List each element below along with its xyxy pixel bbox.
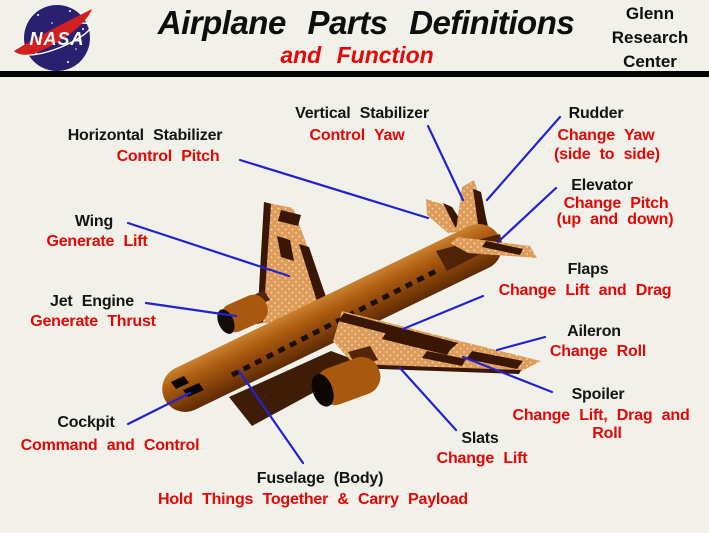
label-wing-function: Generate Lift bbox=[46, 233, 148, 250]
label-spoiler-function: Roll bbox=[592, 425, 622, 442]
leader-line-elevator bbox=[496, 186, 558, 244]
nasa-logo-text: NASA bbox=[29, 29, 84, 49]
label-spoiler: Spoiler bbox=[571, 386, 625, 403]
leader-line-aileron bbox=[495, 335, 547, 352]
label-slats: Slats bbox=[461, 430, 499, 447]
leader-line-horizontal-stabilizer bbox=[238, 158, 430, 220]
label-spoiler-function: Change Lift, Drag and bbox=[512, 407, 690, 424]
org-line: Center bbox=[623, 52, 677, 71]
nasa-logo: NASA bbox=[14, 5, 92, 71]
aileron-stripe bbox=[466, 351, 523, 369]
header-divider bbox=[0, 71, 709, 77]
org-line: Research bbox=[611, 28, 689, 47]
leader-line-spoiler bbox=[461, 355, 554, 394]
wing-left-tip-stripe bbox=[278, 210, 301, 226]
jet-engine-right-shape bbox=[311, 356, 381, 407]
slats-stripe bbox=[354, 364, 521, 374]
label-elevator-function: Change Pitch bbox=[563, 195, 669, 212]
label-slats-function: Change Lift bbox=[436, 450, 528, 467]
org-line: Glenn bbox=[625, 4, 675, 23]
wing-right-trailing-stripe bbox=[338, 313, 458, 350]
label-rudder-function: Change Yaw bbox=[557, 127, 655, 144]
label-jet-engine-function: Generate Thrust bbox=[30, 313, 156, 330]
label-vertical-stabilizer-function: Control Yaw bbox=[309, 127, 405, 144]
spoiler-stripe bbox=[422, 351, 466, 366]
label-elevator-function: (up and down) bbox=[556, 211, 674, 228]
label-rudder-function: (side to side) bbox=[554, 146, 660, 163]
leader-line-rudder bbox=[485, 115, 562, 202]
leader-line-wing bbox=[126, 221, 291, 278]
label-cockpit: Cockpit bbox=[57, 414, 115, 431]
label-fuselage-function: Hold Things Together & Carry Payload bbox=[158, 491, 468, 508]
org-name: Glenn Research Center bbox=[597, 2, 703, 74]
flaps-stripe bbox=[382, 331, 452, 355]
rudder-stripe bbox=[473, 189, 489, 233]
label-wing: Wing bbox=[74, 213, 114, 230]
leader-line-jet-engine bbox=[144, 301, 238, 318]
nasa-logo-swoosh bbox=[14, 9, 92, 55]
wing-left-spoiler-stripe bbox=[277, 236, 294, 261]
page-subtitle: and Function bbox=[280, 42, 434, 68]
leader-line-cockpit bbox=[126, 391, 192, 426]
leader-line-flaps bbox=[401, 294, 485, 331]
wing-left-flap-stripe bbox=[299, 244, 331, 314]
label-horizontal-stabilizer: Horizontal Stabilizer bbox=[67, 127, 223, 144]
page-title: Airplane Parts Definitions bbox=[157, 4, 575, 41]
leader-lines bbox=[126, 115, 562, 465]
label-jet-engine: Jet Engine bbox=[50, 293, 134, 310]
cockpit-window bbox=[171, 376, 189, 389]
leader-line-vertical-stabilizer bbox=[426, 124, 465, 202]
label-aileron-function: Change Roll bbox=[549, 343, 647, 360]
label-fuselage: Fuselage (Body) bbox=[256, 470, 384, 487]
label-flaps-function: Change Lift and Drag bbox=[498, 282, 672, 299]
label-flaps: Flaps bbox=[567, 261, 609, 278]
leader-line-fuselage bbox=[237, 369, 305, 465]
label-rudder: Rudder bbox=[568, 105, 624, 122]
label-elevator: Elevator bbox=[571, 177, 633, 194]
label-vertical-stabilizer: Vertical Stabilizer bbox=[295, 105, 429, 122]
leader-line-slats bbox=[398, 366, 458, 432]
label-horizontal-stabilizer-function: Control Pitch bbox=[116, 148, 220, 165]
nasa-logo-stars bbox=[35, 10, 84, 63]
label-aileron: Aileron bbox=[567, 323, 621, 340]
elevator-right-stripe bbox=[482, 241, 523, 255]
label-cockpit-function: Command and Control bbox=[20, 437, 200, 454]
